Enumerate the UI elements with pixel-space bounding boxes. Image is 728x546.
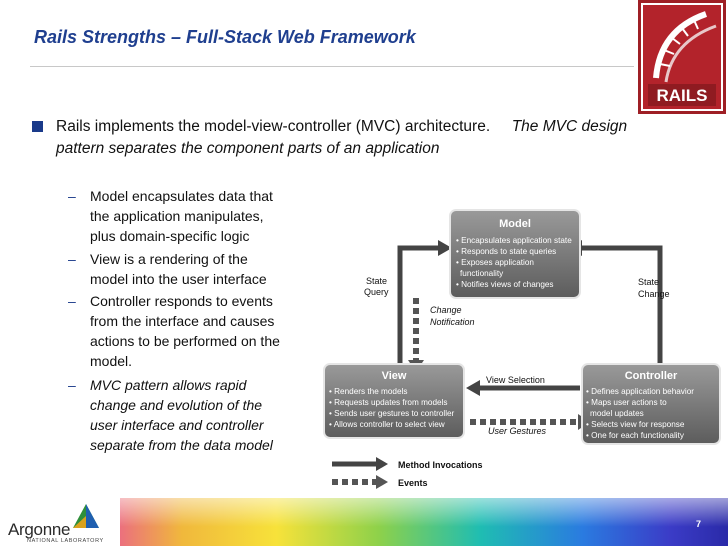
sub-bullet-line: the application manipulates, xyxy=(90,208,264,224)
argonne-triangle-icon xyxy=(73,504,99,528)
label-state-change: Change xyxy=(638,289,670,299)
main-bullet-text-b: The MVC design pattern separates the com… xyxy=(56,118,628,157)
sub-bullet-line: from the interface and causes xyxy=(90,313,275,329)
view-title: View xyxy=(382,370,407,382)
model-title: Model xyxy=(499,218,531,230)
rails-logo: RAILS xyxy=(638,0,726,114)
sub-bullet-line: user interface and controller xyxy=(90,417,264,433)
label-user-gestures: User Gestures xyxy=(488,426,547,436)
sub-bullet-line: model into the user interface xyxy=(90,271,267,287)
model-box: Model • Encapsulates application state •… xyxy=(449,209,581,299)
mvc-diagram: Model • Encapsulates application state •… xyxy=(323,209,721,489)
controller-item: • Selects view for response xyxy=(586,420,685,429)
view-item: • Sends user gestures to controller xyxy=(329,409,455,418)
label-change-notification: Notification xyxy=(430,317,475,327)
model-item: • Encapsulates application state xyxy=(456,236,572,245)
sub-bullet-line: Model encapsulates data that xyxy=(90,188,273,204)
sub-bullet-mvc-pattern: – MVC pattern allows rapid change and ev… xyxy=(68,375,310,455)
model-item: • Responds to state queries xyxy=(456,247,556,256)
controller-item: model updates xyxy=(590,409,644,418)
view-item: • Allows controller to select view xyxy=(329,420,445,429)
dash-icon: – xyxy=(68,377,76,393)
sub-bullet-line: change and evolution of the xyxy=(90,397,263,413)
label-state-query: Query xyxy=(364,287,389,297)
legend-method-invocations: Method Invocations xyxy=(398,460,483,470)
view-box: View • Renders the models • Requests upd… xyxy=(323,363,465,439)
main-bullet-text-a: Rails implements the model-view-controll… xyxy=(56,118,491,135)
bullet-square-icon xyxy=(32,121,43,132)
page-number: 7 xyxy=(696,519,702,529)
sub-bullet-line: model. xyxy=(90,353,133,369)
footer-rainbow-bar xyxy=(0,498,728,546)
legend-events: Events xyxy=(398,478,428,488)
diagram-legend: Method Invocations Events xyxy=(332,457,483,489)
controller-item: • Defines application behavior xyxy=(586,387,694,396)
sub-bullet-line: actions to be performed on the xyxy=(90,333,280,349)
sub-bullet-model: – Model encapsulates data that the appli… xyxy=(68,186,310,246)
model-item: functionality xyxy=(460,269,504,278)
label-change-notification: Change xyxy=(430,305,462,315)
sub-bullet-line: Controller responds to events xyxy=(90,293,273,309)
view-item: • Renders the models xyxy=(329,387,407,396)
slide-title: Rails Strengths – Full-Stack Web Framewo… xyxy=(34,27,416,47)
sub-bullet-line: View is a rendering of the xyxy=(90,251,248,267)
view-item: • Requests updates from models xyxy=(329,398,447,407)
title-divider xyxy=(30,66,634,67)
sub-bullet-view: – View is a rendering of the model into … xyxy=(68,249,310,289)
controller-item: • Maps user actions to xyxy=(586,398,667,407)
main-bullet: Rails implements the model-view-controll… xyxy=(30,116,630,160)
label-view-selection: View Selection xyxy=(486,375,545,385)
model-item: • Notifies views of changes xyxy=(456,280,554,289)
label-state-query: State xyxy=(366,276,387,286)
model-item: • Exposes application xyxy=(456,258,534,267)
controller-item: • One for each functionality xyxy=(586,431,685,440)
logo-text: RAILS xyxy=(657,86,708,105)
footer-logo-area xyxy=(0,498,120,546)
dash-icon: – xyxy=(68,293,76,309)
controller-title: Controller xyxy=(625,370,678,382)
dash-icon: – xyxy=(68,188,76,204)
footer-org-name: Argonne xyxy=(8,520,71,539)
sub-bullet-line: plus domain-specific logic xyxy=(90,228,250,244)
sub-bullet-line: MVC pattern allows rapid xyxy=(90,377,247,393)
sub-bullet-line: separate from the data model xyxy=(90,437,273,453)
dash-icon: – xyxy=(68,251,76,267)
label-state-change: State xyxy=(638,277,659,287)
controller-box: Controller • Defines application behavio… xyxy=(581,363,721,445)
sub-bullet-controller: – Controller responds to events from the… xyxy=(68,291,310,371)
footer-org-subtitle: NATIONAL LABORATORY xyxy=(27,538,104,544)
